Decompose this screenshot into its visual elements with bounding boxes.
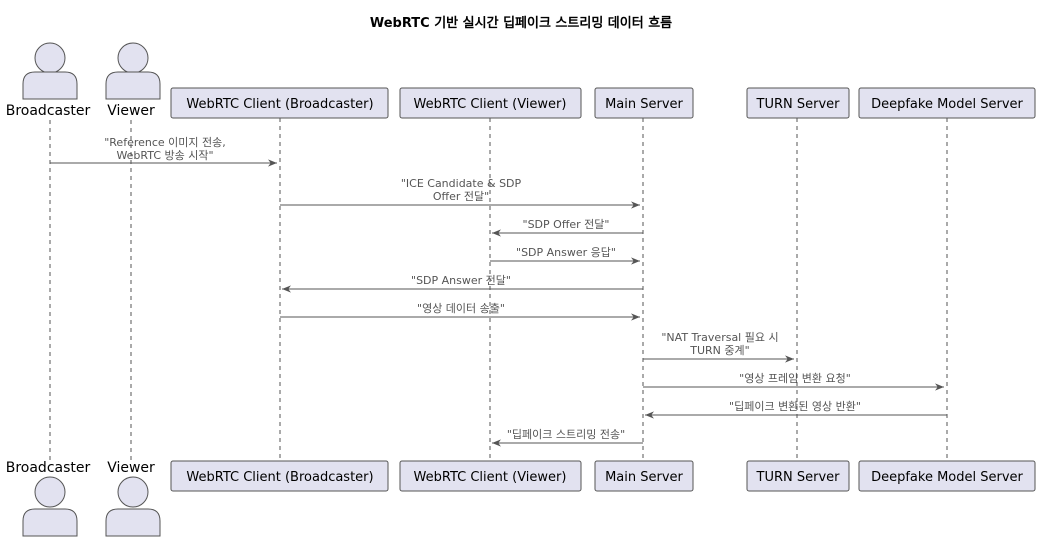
message-10: "딥페이크 스트리밍 전송": [492, 428, 643, 447]
message-label-line: "딥페이크 변환된 영상 반환": [729, 400, 861, 413]
participant-label: WebRTC Client (Viewer): [414, 470, 567, 485]
message-label-line: Offer 전달": [433, 190, 489, 203]
message-label-line: "SDP Answer 전달": [411, 274, 511, 287]
participant-label: TURN Server: [756, 97, 841, 112]
message-label-line: "Reference 이미지 전송,: [104, 136, 226, 149]
participant-client-viewer-top: WebRTC Client (Viewer): [399, 87, 582, 119]
participant-client-broadcaster-bottom: WebRTC Client (Broadcaster): [170, 460, 389, 492]
message-label-line: "SDP Offer 전달": [523, 218, 610, 231]
participant-label: TURN Server: [756, 470, 841, 485]
actor-broadcaster-top: Broadcaster: [6, 42, 91, 119]
message-label-line: "영상 프레임 변환 요청": [739, 372, 851, 385]
message-label-line: "영상 데이터 송출": [417, 302, 505, 315]
message-9: "딥페이크 변환된 영상 반환": [645, 400, 947, 419]
actor-label: Broadcaster: [6, 103, 91, 119]
participant-deepfake-server-bottom: Deepfake Model Server: [858, 460, 1036, 492]
participant-label: Deepfake Model Server: [871, 470, 1023, 485]
message-label-line: "NAT Traversal 필요 시: [661, 331, 778, 344]
message-4: "SDP Answer 응답": [490, 246, 640, 265]
participant-main-server-bottom: Main Server: [594, 460, 694, 492]
message-label-line: TURN 중계": [689, 344, 749, 357]
actor-viewer-top: Viewer: [105, 42, 161, 119]
person-icon: [105, 42, 161, 100]
message-label-line: "SDP Answer 응답": [516, 246, 616, 259]
participant-turn-server-bottom: TURN Server: [746, 460, 850, 492]
participant-label: WebRTC Client (Viewer): [414, 97, 567, 112]
participant-label: Deepfake Model Server: [871, 97, 1023, 112]
message-8: "영상 프레임 변환 요청": [643, 372, 944, 391]
actor-broadcaster-bottom: Broadcaster: [6, 460, 91, 537]
actor-viewer-bottom: Viewer: [105, 460, 161, 537]
participant-label: WebRTC Client (Broadcaster): [186, 97, 373, 112]
participant-label: WebRTC Client (Broadcaster): [186, 470, 373, 485]
message-5: "SDP Answer 전달": [282, 274, 643, 293]
actor-label: Viewer: [107, 103, 155, 119]
person-icon: [22, 42, 78, 100]
message-6: "영상 데이터 송출": [280, 302, 640, 321]
person-icon: [105, 476, 161, 537]
message-7: "NAT Traversal 필요 시 TURN 중계": [643, 331, 794, 363]
participant-turn-server-top: TURN Server: [746, 87, 850, 119]
message-3: "SDP Offer 전달": [492, 218, 643, 237]
person-icon: [22, 476, 78, 537]
participant-client-viewer-bottom: WebRTC Client (Viewer): [399, 460, 582, 492]
message-label-line: WebRTC 방송 시작": [116, 149, 213, 162]
participant-main-server-top: Main Server: [594, 87, 694, 119]
message-2: "ICE Candidate & SDP Offer 전달": [280, 177, 640, 209]
message-label-line: "ICE Candidate & SDP: [401, 177, 522, 190]
actor-label: Broadcaster: [6, 460, 91, 476]
participant-deepfake-server-top: Deepfake Model Server: [858, 87, 1036, 119]
message-1: "Reference 이미지 전송, WebRTC 방송 시작": [50, 136, 277, 167]
actor-label: Viewer: [107, 460, 155, 476]
participant-label: Main Server: [605, 97, 683, 112]
participant-client-broadcaster-top: WebRTC Client (Broadcaster): [170, 87, 389, 119]
message-label-line: "딥페이크 스트리밍 전송": [507, 428, 625, 441]
diagram-title: WebRTC 기반 실시간 딥페이크 스트리밍 데이터 흐름: [370, 15, 672, 31]
participant-label: Main Server: [605, 470, 683, 485]
